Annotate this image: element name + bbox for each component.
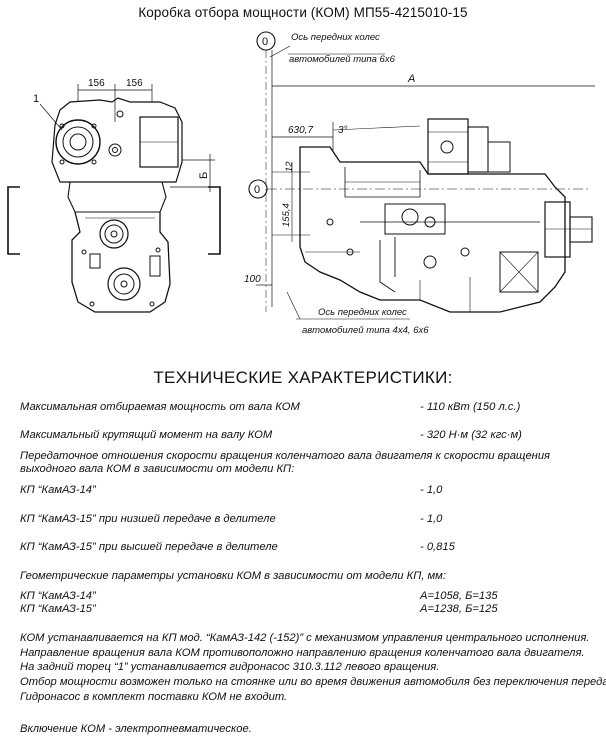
axle-label-4x4-line1: Ось передних колес [318, 307, 407, 318]
torque-value: - 320 Н·м (32 кгс·м) [420, 429, 522, 441]
dim-100-label: 100 [244, 274, 261, 285]
page-title: Коробка отбора мощности (КОМ) МП55-42150… [138, 5, 468, 20]
side-view-drawing [248, 31, 595, 320]
torque-label: Максимальный крутящий момент на валу КОМ [20, 429, 273, 441]
geometry-label-1: КП “КамАЗ-14” [20, 590, 96, 602]
axis-zero-top: 0 [262, 36, 268, 48]
note-4: Отбор мощности возможен только на стоянк… [20, 676, 606, 689]
axle-label-4x4-line2: автомобилей типа 4х4, 6х6 [302, 325, 429, 336]
power-value: - 110 кВт (150 л.с.) [420, 401, 521, 413]
callout-1: 1 [33, 93, 39, 105]
ratio-value-3: - 0,815 [420, 541, 455, 553]
dim-156-right: 156 [126, 78, 143, 89]
ratio-value-1: - 1,0 [420, 484, 443, 496]
dim-155-label: 155,4 [281, 203, 292, 227]
ratio-label-1: КП “КамАЗ-14” [20, 484, 96, 496]
note-3: На задний торец “1” устанавливается гидр… [20, 661, 440, 674]
dim-b-label: Б [198, 172, 210, 179]
angle-3-label: 3° [338, 125, 348, 136]
ratio-label-3: КП “КамАЗ-15” при высшей передаче в дели… [20, 541, 278, 553]
dim-a-label: А [407, 73, 415, 85]
axis-zero-mid: 0 [254, 184, 260, 196]
note-1: КОМ устанавливается на КП мод. “КамАЗ-14… [20, 632, 590, 644]
technical-drawing: 156 156 1 Б 0 0 Ось передних колес автом… [7, 31, 595, 336]
section-heading: ТЕХНИЧЕСКИЕ ХАРАКТЕРИСТИКИ: [153, 368, 453, 387]
notes-block: КОМ устанавливается на КП мод. “КамАЗ-14… [20, 631, 606, 705]
dim-156-left: 156 [88, 78, 105, 89]
ratio-label-2: КП “КамАЗ-15” при низшей передаче в дели… [20, 513, 276, 525]
geometry-value-1: А=1058, Б=135 [420, 590, 498, 602]
axle-label-6x6-line2: автомобилей типа 6х6 [289, 54, 396, 65]
axle-label-6x6-line1: Ось передних колес [291, 32, 380, 43]
power-label: Максимальная отбираемая мощность от вала… [20, 401, 300, 413]
geometry-intro: Геометрические параметры установки КОМ в… [20, 570, 446, 582]
ratio-intro-line2: выходного вала КОМ в зависимости от моде… [20, 463, 295, 475]
dim-630-label: 630,7 [288, 125, 313, 136]
ratio-intro-line1: Передаточное отношения скорости вращения… [20, 450, 551, 462]
footer-note: Включение КОМ - электропневматическое. [20, 723, 252, 735]
note-2: Направление вращения вала КОМ противопол… [20, 646, 585, 659]
dim-12-label: 12 [284, 161, 295, 172]
rear-view-drawing [7, 84, 221, 313]
geometry-value-2: А=1238, Б=125 [420, 603, 498, 615]
geometry-label-2: КП “КамАЗ-15” [20, 603, 96, 615]
note-5: Гидронасос в комплект поставки КОМ не вх… [20, 690, 288, 703]
ratio-value-2: - 1,0 [420, 513, 443, 525]
